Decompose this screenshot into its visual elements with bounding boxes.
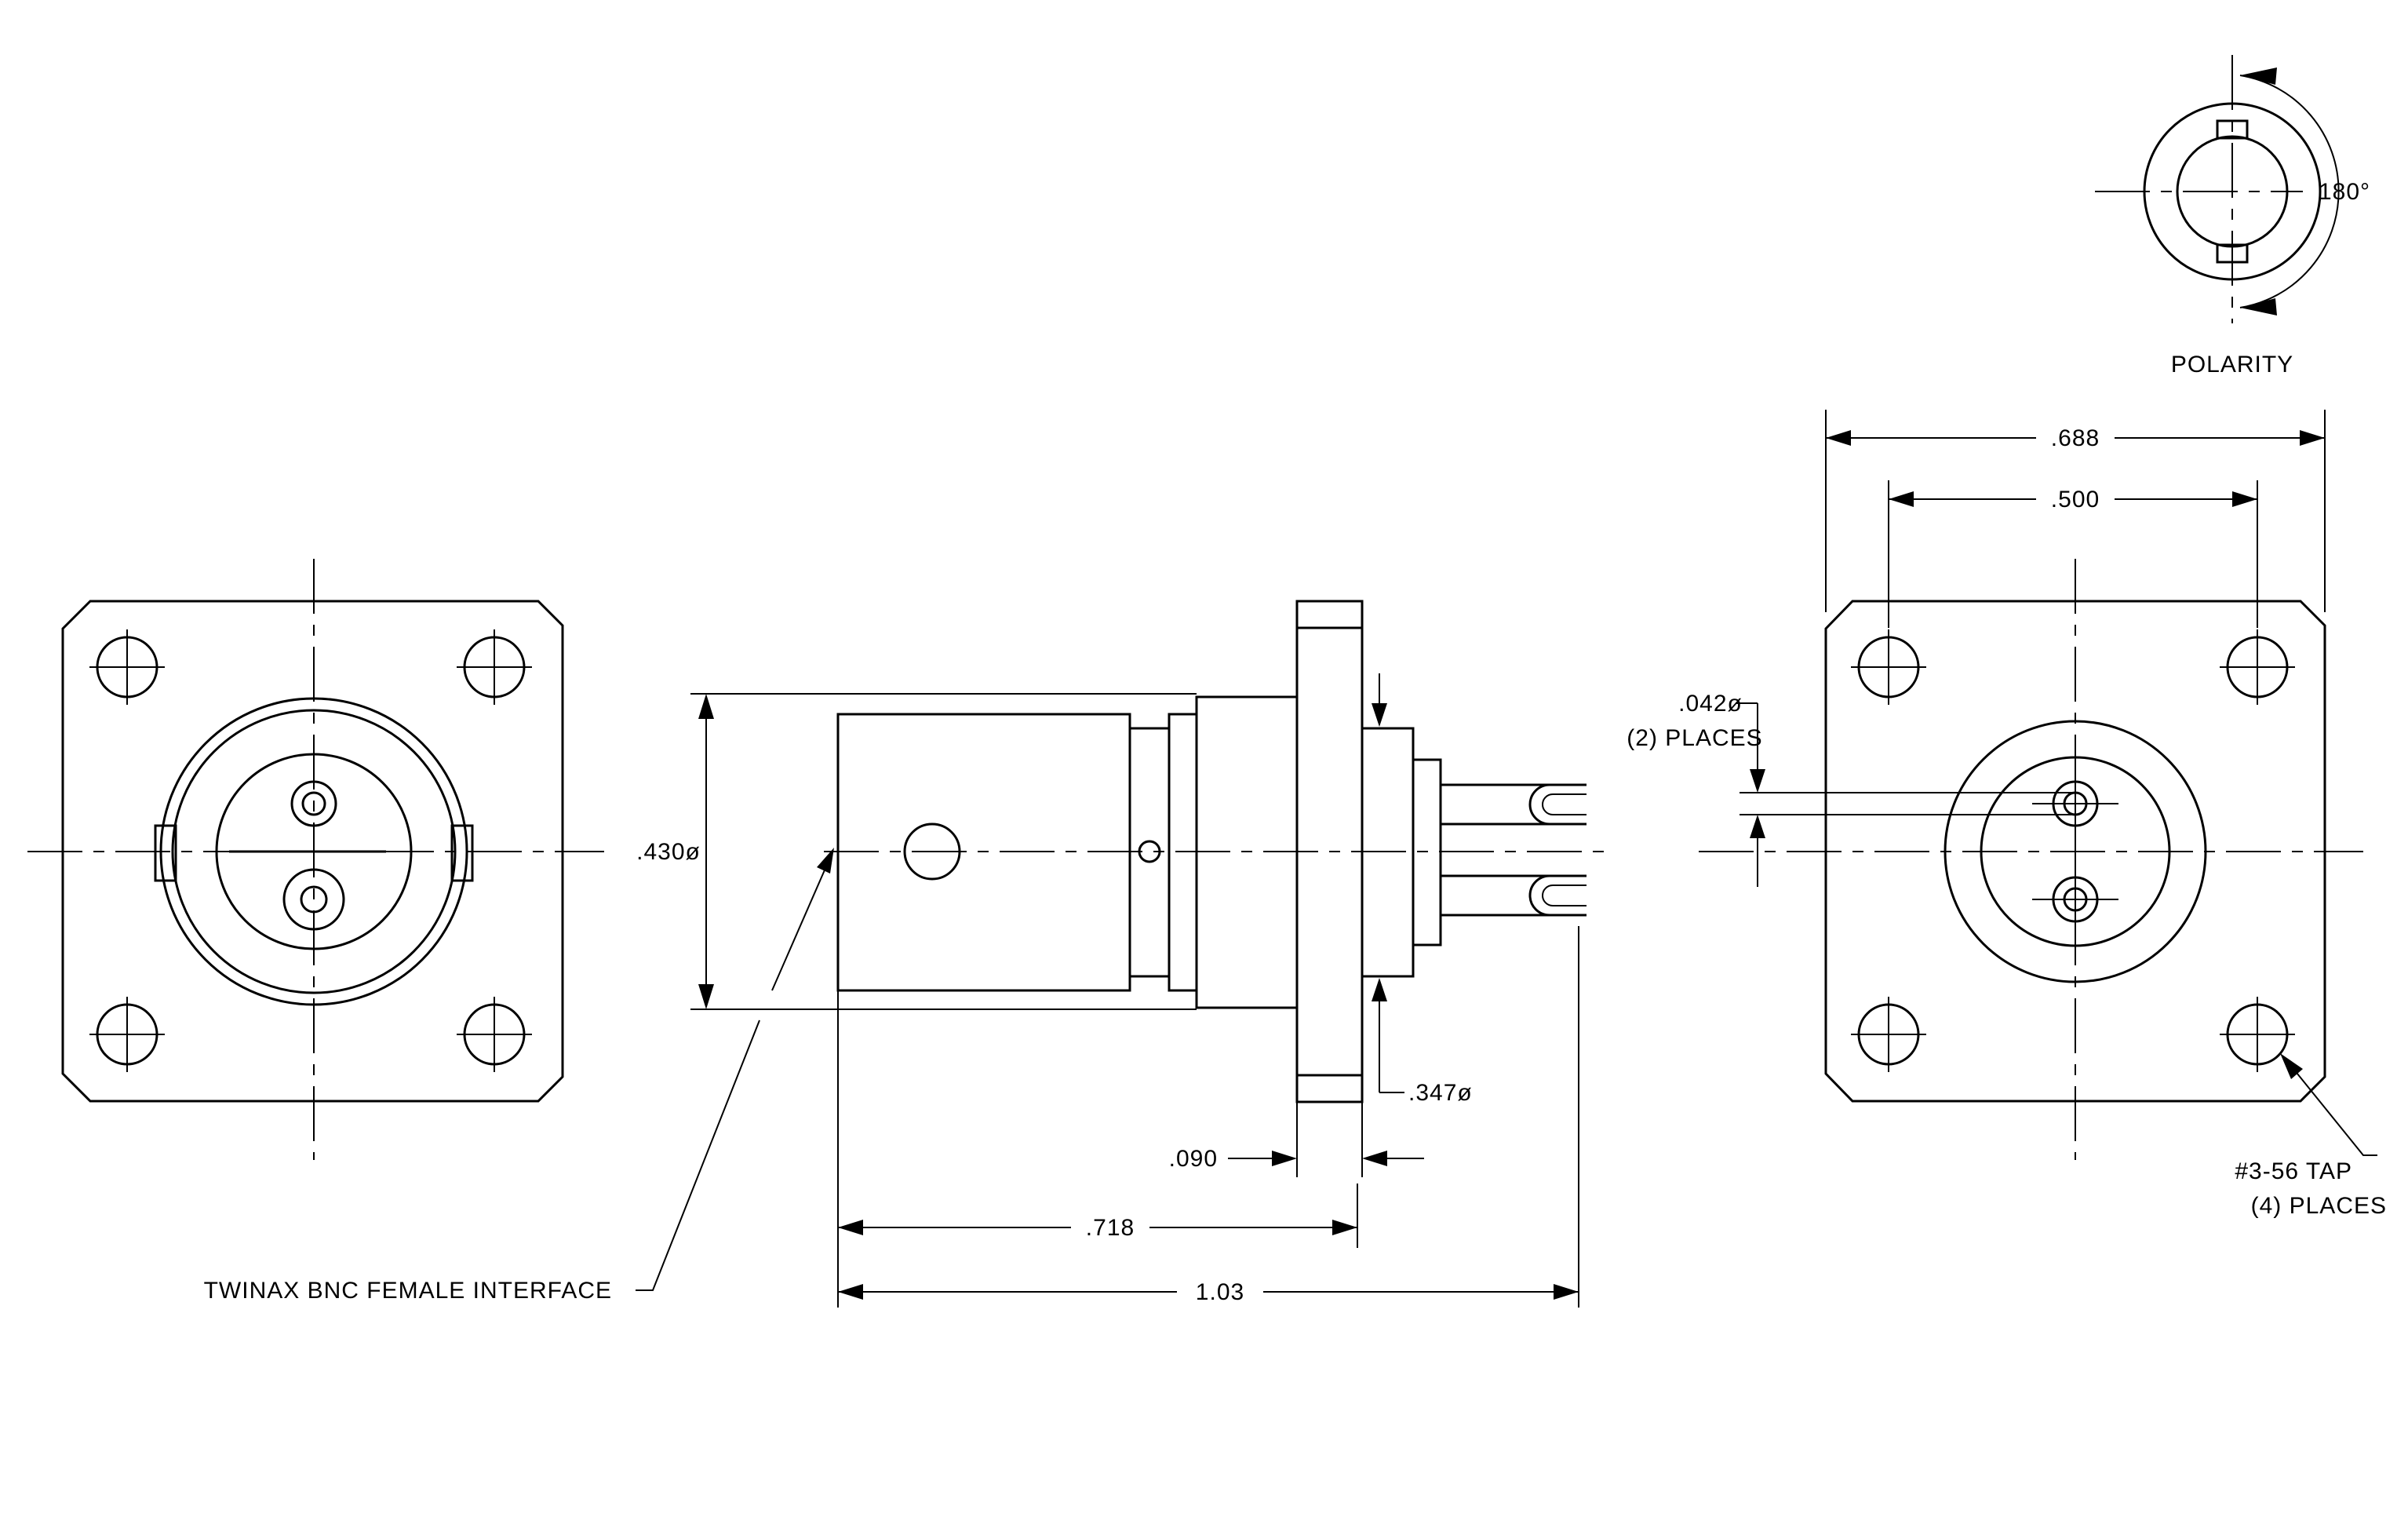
dim-688-label: .688: [2051, 425, 2100, 451]
dim-500-label: .500: [2051, 487, 2100, 512]
polarity-label: POLARITY: [2171, 352, 2293, 378]
angle-label: 180°: [2319, 179, 2370, 205]
places-2-label: (2) PLACES: [1627, 725, 1762, 751]
dim-718-label: .718: [1086, 1215, 1135, 1241]
dim-090-lines: [1228, 1102, 1424, 1177]
dim-718-lines: [837, 990, 1358, 1308]
dim-430-label: .430ø: [636, 839, 701, 865]
dim-347-lines: [1372, 673, 1404, 1093]
rear-view: [1699, 559, 2363, 1160]
front-view: [27, 559, 604, 1160]
dim-688-lines: [1825, 410, 2326, 612]
dim-103-lines: [838, 926, 1579, 1308]
dim-090-label: .090: [1169, 1146, 1218, 1172]
tap-leader: [2280, 1053, 2377, 1156]
polarity-view: [2095, 55, 2340, 323]
side-view: [824, 600, 1608, 1103]
dim-430-lines: [690, 693, 1197, 1010]
interface-label: TWINAX BNC FEMALE INTERFACE: [204, 1278, 612, 1304]
dim-347-label: .347ø: [1408, 1080, 1473, 1106]
dim-103-label: 1.03: [1196, 1279, 1244, 1305]
tap-label: #3-56 TAP: [2235, 1158, 2352, 1184]
dim-042-lines: [1736, 702, 2075, 887]
places-4-label: (4) PLACES: [2251, 1193, 2387, 1219]
dim-500-lines: [1888, 480, 2258, 628]
dim-042-label: .042ø: [1678, 691, 1743, 717]
interface-leader: [636, 848, 834, 1291]
